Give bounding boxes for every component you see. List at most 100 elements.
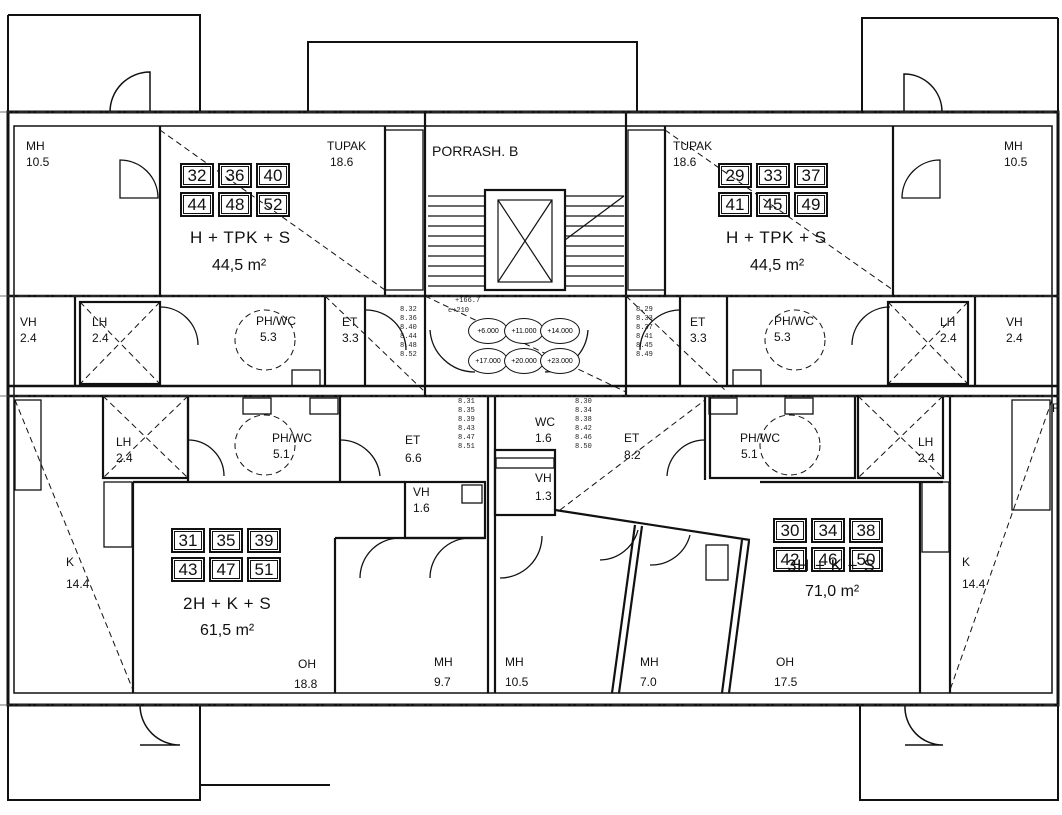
balcony-top-left — [7, 14, 201, 112]
door-swing-balcony-br — [904, 704, 944, 746]
door-swing-balcony-tr — [903, 73, 943, 113]
room-area: 6.6 — [405, 451, 422, 465]
bath-fixture — [732, 369, 762, 387]
door-swing — [649, 534, 691, 566]
room-area: 5.3 — [774, 330, 791, 344]
room-name: K — [962, 555, 971, 569]
apartment-number-grid: 32 36 40 44 48 52 — [180, 163, 290, 217]
apartment-type: H + TPK + S — [190, 228, 291, 247]
room-name: LH — [92, 315, 108, 329]
elevation-marker: +17.000 — [468, 348, 508, 374]
room-name: MH — [505, 655, 524, 669]
room-name: MH — [434, 655, 453, 669]
room-area: 18.6 — [673, 155, 697, 169]
stairs-left — [428, 195, 485, 287]
room-area: 14.4 — [962, 577, 986, 591]
room-name: VH — [20, 315, 37, 329]
wall — [720, 539, 744, 694]
elevation-marker: +6.000 — [468, 318, 508, 344]
wall — [886, 300, 970, 386]
apartment-number: 34 — [811, 518, 845, 543]
wall — [727, 540, 751, 694]
apartment-area: 44,5 m² — [212, 257, 267, 274]
apartment-number: 33 — [756, 163, 790, 188]
door-swing — [639, 309, 681, 351]
stairwell-label: PORRASH. B — [432, 143, 519, 159]
room-name: OH — [776, 655, 794, 669]
room-area: 18.6 — [330, 155, 354, 169]
room-name: OH — [298, 657, 316, 671]
counter — [384, 129, 424, 291]
room-area: 10.5 — [1004, 155, 1028, 169]
door-swing — [429, 537, 471, 579]
room-name: WC — [535, 415, 555, 429]
apartment-number: 30 — [773, 518, 807, 543]
room-area: 17.5 — [774, 675, 798, 689]
apartment-number: 31 — [171, 528, 205, 553]
room-name: LH — [918, 435, 934, 449]
counter — [627, 129, 666, 291]
shower-circle — [234, 414, 296, 476]
shaft-codes: 8.32 8.36 8.40 8.44 8.48 8.52 — [400, 306, 417, 359]
apartment-number: 51 — [247, 557, 281, 582]
apartment-number-grid: 29 33 37 41 45 49 — [718, 163, 828, 217]
door-swing — [666, 439, 706, 477]
bath-fixture — [291, 369, 321, 387]
stairs-right — [565, 195, 624, 287]
door-swing — [119, 159, 159, 199]
bath-fixture — [495, 457, 555, 469]
door-swing — [429, 329, 476, 373]
elevation-marker: +14.000 — [540, 318, 580, 344]
exterior-wall-inner — [13, 125, 1053, 694]
apartment-number: 38 — [849, 518, 883, 543]
room-name: MH — [1004, 139, 1023, 153]
room-area: 7.0 — [640, 675, 657, 689]
canopy-top-center — [307, 41, 638, 112]
room-area: 2.4 — [940, 331, 957, 345]
stair-level-top: +166.7 — [455, 297, 481, 305]
bath-fixture — [705, 544, 729, 581]
room-area: 14.4 — [66, 577, 90, 591]
room-area: 3.3 — [690, 331, 707, 345]
apartment-number-grid: 31 35 39 43 47 51 — [171, 528, 281, 582]
shower-circle — [234, 309, 296, 371]
room-name: TUPAK — [327, 139, 367, 153]
room-name: ET — [690, 315, 706, 329]
shaft-codes: 8.30 8.34 8.38 8.42 8.46 8.50 — [575, 398, 592, 451]
apartment-number: 35 — [209, 528, 243, 553]
apartment-number: 50 — [849, 547, 883, 572]
door-swing — [365, 309, 407, 351]
apartment-number: 46 — [811, 547, 845, 572]
room-name: TUPAK — [673, 139, 713, 153]
room-area: 1.3 — [535, 489, 552, 503]
counter — [921, 481, 950, 553]
room-name: PH/WC — [256, 314, 296, 328]
room-area: 1.6 — [535, 431, 552, 445]
apartment-number: 47 — [209, 557, 243, 582]
room-area: 5.3 — [260, 330, 277, 344]
door-swing — [901, 159, 941, 199]
room-area: 18.8 — [294, 677, 318, 691]
counter — [14, 399, 42, 491]
door-swing-balcony-bl — [139, 704, 181, 746]
bath-fixture — [708, 397, 738, 415]
edge-label: F — [1052, 401, 1060, 415]
room-area: 2.4 — [20, 331, 37, 345]
room-name: K — [66, 555, 75, 569]
stair-level-bottom: e+210 — [448, 307, 470, 315]
room-name: ET — [342, 315, 358, 329]
elevation-marker: +23.000 — [540, 348, 580, 374]
room-area: 1.6 — [413, 501, 430, 515]
shower-circle — [759, 414, 821, 476]
apartment-number: 29 — [718, 163, 752, 188]
apartment-number: 41 — [718, 192, 752, 217]
room-name: VH — [1006, 315, 1023, 329]
apartment-area: 71,0 m² — [805, 583, 860, 600]
door-swing — [187, 439, 225, 477]
room-name: ET — [405, 433, 421, 447]
apartment-number: 44 — [180, 192, 214, 217]
bath-fixture — [784, 397, 814, 415]
room-name: VH — [413, 485, 430, 499]
